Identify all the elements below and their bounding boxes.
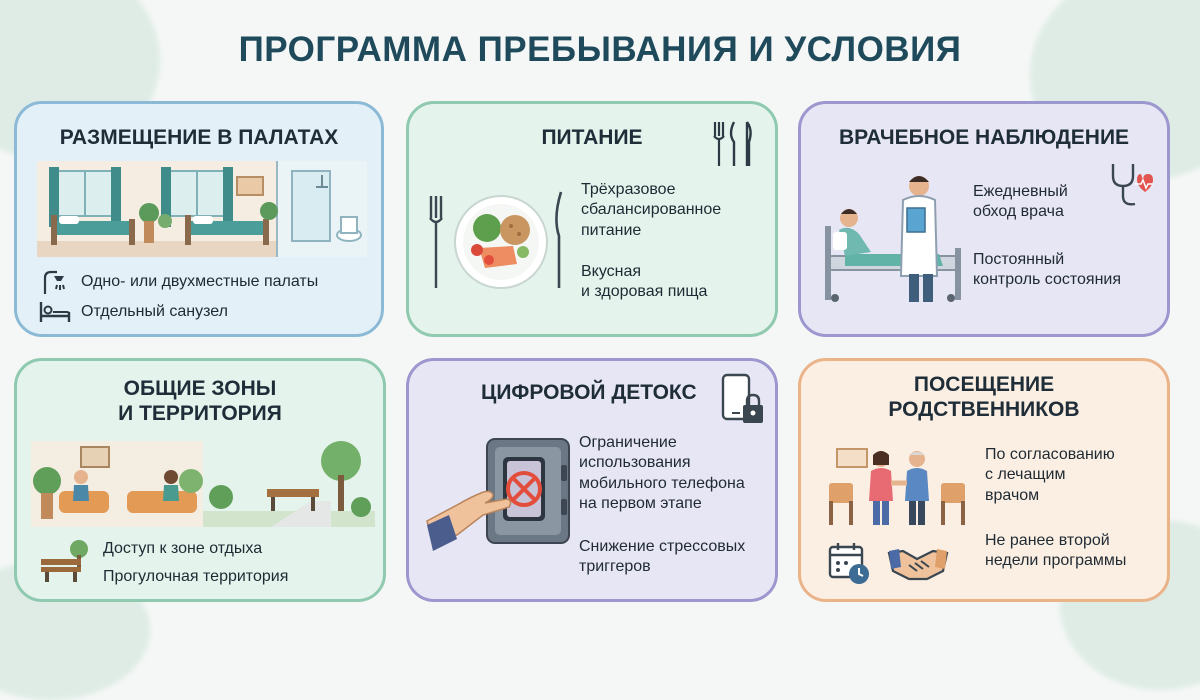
card-visits-item-1: По согласованию с лечащим врачом — [985, 446, 1115, 504]
card-doctor-item-2: Постоянный контроль состояния — [973, 251, 1122, 289]
safe-icon — [426, 438, 570, 551]
card-doctor-title: ВРАЧЕБНОЕ НАБЛЮДЕНИЕ — [838, 126, 1130, 149]
cutlery-icon — [713, 121, 752, 166]
hospital-room-illustration — [37, 161, 367, 257]
shower-icon — [43, 270, 65, 294]
doctor-patient-illustration — [825, 176, 961, 302]
stethoscope-icon — [1111, 164, 1153, 206]
card-detox-item-1: Ограничение использования мобильного тел… — [579, 434, 745, 513]
phone-lock-icon — [721, 373, 763, 423]
card-visits-item-2: Не ранее второй недели программы — [985, 532, 1127, 570]
visitors-illustration — [829, 448, 965, 525]
lounge-garden-illustration — [31, 441, 375, 527]
card-food-item-1: Трёхразовое сбалансированное питание — [581, 181, 722, 239]
card-rooms-item-1: Одно- или двухместные палаты — [81, 273, 319, 290]
card-food: ПИТАНИЕ Трёхразовое сбалансированное пит… — [406, 101, 778, 337]
card-visits-title: ПОСЕЩЕНИЕ РОДСТВЕННИКОВ — [888, 373, 1080, 421]
card-visits: ПОСЕЩЕНИЕ РОДСТВЕННИКОВ По — [798, 358, 1170, 602]
handshake-icon — [887, 549, 949, 581]
bench-icon — [41, 540, 88, 582]
calendar-icon — [828, 543, 869, 584]
card-food-item-2: Вкусная и здоровая пища — [581, 263, 708, 301]
plate-icon — [429, 191, 563, 289]
card-rooms-title: РАЗМЕЩЕНИЕ В ПАЛАТАХ — [59, 126, 339, 149]
card-detox-item-2: Снижение стрессовых триггеров — [579, 538, 746, 576]
card-doctor: ВРАЧЕБНОЕ НАБЛЮДЕНИЕ Ежедневный обход вр… — [798, 101, 1170, 337]
card-doctor-item-1: Ежедневный обход врача — [973, 183, 1068, 221]
card-detox-title: ЦИФРОВОЙ ДЕТОКС — [481, 381, 697, 404]
bed-icon — [39, 302, 71, 322]
card-zones-title: ОБЩИЕ ЗОНЫ И ТЕРРИТОРИЯ — [118, 377, 282, 425]
card-food-title: ПИТАНИЕ — [541, 126, 643, 149]
card-zones-item-2: Прогулочная территория — [103, 568, 289, 585]
card-zones: ОБЩИЕ ЗОНЫ И ТЕРРИТОРИЯ Доступ к зоне от… — [14, 358, 386, 602]
card-detox: ЦИФРОВОЙ ДЕТОКС Ограничение использовани… — [406, 358, 778, 602]
card-rooms-item-2: Отдельный санузел — [81, 303, 228, 320]
card-zones-item-1: Доступ к зоне отдыха — [103, 540, 263, 557]
page-title: ПРОГРАММА ПРЕБЫВАНИЯ И УСЛОВИЯ — [238, 30, 962, 69]
card-rooms: РАЗМЕЩЕНИЕ В ПАЛАТАХ — [14, 101, 384, 337]
